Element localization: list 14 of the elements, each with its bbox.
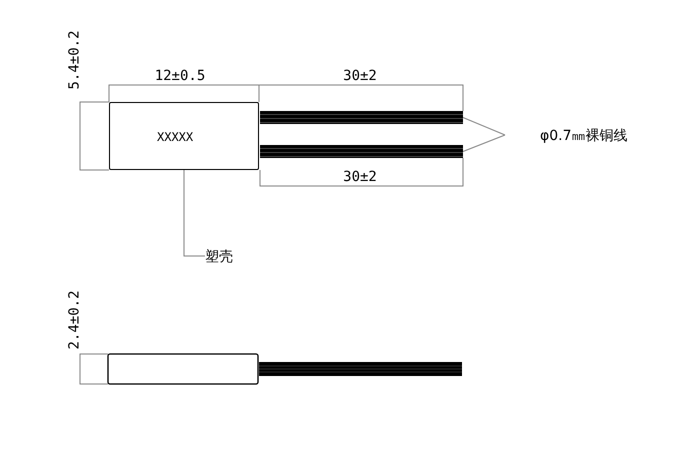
dimension-label: 30±2 xyxy=(343,170,377,184)
marking-text: XXXXX xyxy=(157,131,194,143)
callout-text: 塑壳 xyxy=(205,250,233,264)
dimension-label: 30±2 xyxy=(343,69,377,83)
plastic-housing xyxy=(109,102,259,170)
callout-text: φ0.7㎜裸铜线 xyxy=(540,129,628,143)
dimension-label: 12±0.5 xyxy=(154,69,206,83)
wire-lead xyxy=(260,111,463,124)
leader-line xyxy=(462,134,506,152)
leader-line xyxy=(184,170,206,256)
leader-line xyxy=(462,117,506,136)
dimension-label: 5.4±0.2 xyxy=(68,30,82,90)
wire-lead xyxy=(260,145,463,158)
dimension-label: 2.4±0.2 xyxy=(68,290,82,350)
